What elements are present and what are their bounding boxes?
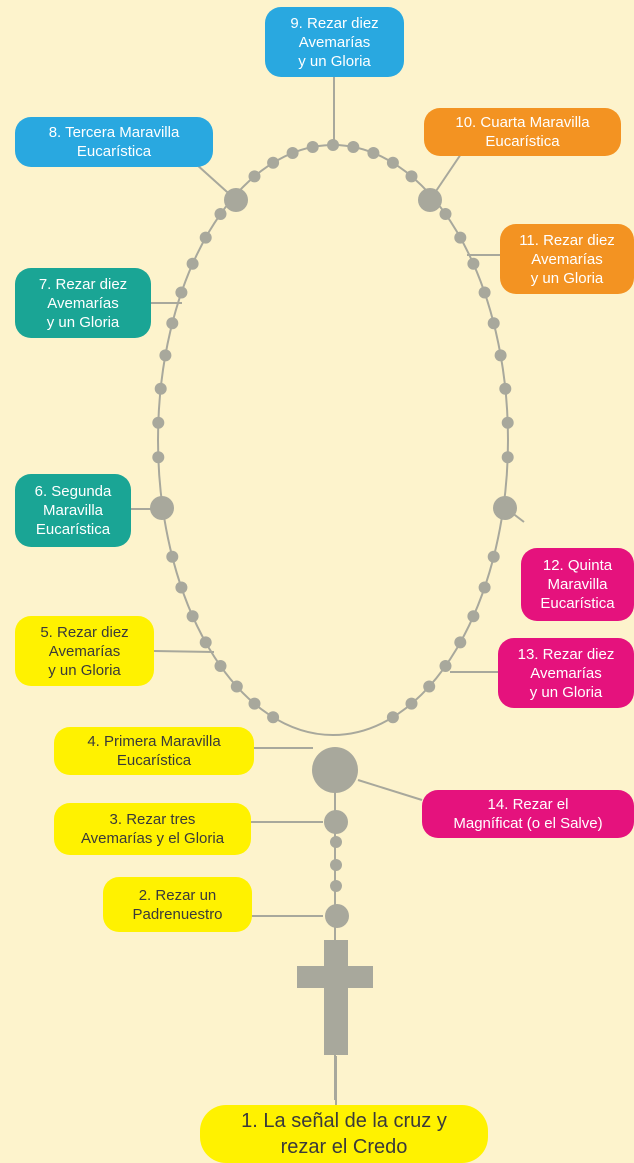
small-bead [267, 156, 280, 169]
small-bead [199, 636, 212, 649]
small-bead [186, 257, 199, 270]
small-bead [454, 636, 467, 649]
small-bead [175, 581, 188, 594]
small-bead [454, 231, 467, 244]
small-bead [199, 231, 212, 244]
step-5-label: 5. Rezar diez Avemarías y un Gloria [15, 616, 154, 686]
small-bead [330, 836, 342, 848]
small-bead [175, 286, 188, 299]
small-bead [166, 317, 179, 330]
small-bead [478, 286, 491, 299]
small-bead [166, 550, 179, 563]
cross-icon [297, 940, 373, 1055]
small-bead [267, 711, 280, 724]
small-bead [467, 610, 480, 623]
large-bead [324, 810, 348, 834]
step-13-label: 13. Rezar diez Avemarías y un Gloria [498, 638, 634, 708]
small-bead [501, 416, 514, 429]
large-bead [224, 188, 248, 212]
large-bead [325, 904, 349, 928]
large-bead [493, 496, 517, 520]
step-8-label: 8. Tercera Maravilla Eucarística [15, 117, 213, 167]
small-bead [405, 170, 418, 183]
small-bead [154, 382, 167, 395]
small-bead [367, 147, 380, 159]
step-14-label: 14. Rezar el Magníficat (o el Salve) [422, 790, 634, 838]
step-3-label: 3. Rezar tres Avemarías y el Gloria [54, 803, 251, 855]
small-bead [439, 660, 452, 672]
small-bead [478, 581, 491, 594]
small-bead [286, 147, 299, 159]
small-bead [186, 610, 199, 623]
small-bead [330, 859, 342, 871]
center-medal [312, 747, 358, 793]
step-11-label: 11. Rezar diez Avemarías y un Gloria [500, 224, 634, 294]
large-bead [418, 188, 442, 212]
small-bead [327, 139, 339, 151]
rosary-beads [150, 139, 517, 1100]
small-bead [423, 680, 436, 693]
small-bead [159, 349, 172, 362]
small-bead [347, 141, 360, 153]
cross-horizontal [297, 966, 373, 988]
small-bead [248, 170, 261, 183]
small-bead [214, 208, 227, 220]
small-bead [405, 697, 418, 710]
small-bead [214, 660, 227, 672]
step-12-label: 12. Quinta Maravilla Eucarística [521, 548, 634, 621]
small-bead [386, 711, 399, 724]
small-bead [230, 680, 243, 693]
small-bead [386, 156, 399, 169]
step-2-label: 2. Rezar un Padrenuestro [103, 877, 252, 932]
small-bead [467, 257, 480, 270]
small-bead [248, 697, 261, 710]
small-bead [152, 451, 165, 464]
small-bead [330, 880, 342, 892]
small-bead [439, 208, 452, 220]
connector-line [153, 650, 215, 653]
cross-vertical [324, 940, 348, 1055]
small-bead [152, 416, 165, 429]
small-bead [487, 550, 500, 563]
step-7-label: 7. Rezar diez Avemarías y un Gloria [15, 268, 151, 338]
connector-line [357, 779, 423, 801]
small-bead [306, 141, 319, 153]
step-1-label: 1. La señal de la cruz y rezar el Credo [200, 1105, 488, 1163]
small-bead [494, 349, 507, 362]
large-bead [150, 496, 174, 520]
step-4-label: 4. Primera Maravilla Eucarística [54, 727, 254, 775]
rosary-string [157, 144, 509, 736]
small-bead [499, 382, 512, 395]
step-10-label: 10. Cuarta Maravilla Eucarística [424, 108, 621, 156]
step-9-label: 9. Rezar diez Avemarías y un Gloria [265, 7, 404, 77]
small-bead [487, 317, 500, 330]
small-bead [501, 451, 514, 464]
step-6-label: 6. Segunda Maravilla Eucarística [15, 474, 131, 547]
